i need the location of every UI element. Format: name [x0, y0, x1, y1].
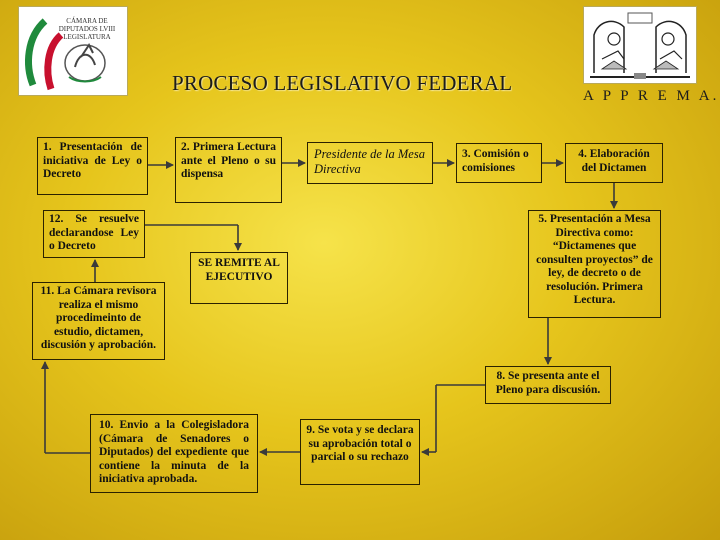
president-mesa-directiva: Presidente de la Mesa Directiva [307, 142, 433, 184]
step-3-commission: 3. Comisión o comisiones [456, 143, 542, 183]
step-12-resolution: 12. Se resuelve declarandose Ley o Decre… [43, 210, 145, 258]
eagle-emblem-icon [25, 18, 106, 91]
codex-logo [583, 6, 697, 84]
step-2-first-reading: 2. Primera Lectura ante el Pleno o su di… [175, 137, 282, 203]
aztec-codex-icon [590, 12, 690, 79]
step-8-pleno-discussion: 8. Se presenta ante el Pleno para discus… [485, 366, 611, 404]
send-to-executive: SE REMITE AL EJECUTIVO [190, 252, 288, 304]
step-5-mesa-directiva: 5. Presentación a Mesa Directiva como: “… [528, 210, 661, 318]
association-name: A P P R E M A. C. [583, 88, 720, 104]
step-4-dictamen: 4. Elaboración del Dictamen [565, 143, 663, 183]
step-1-presentation: 1. Presentación de iniciativa de Ley o D… [37, 137, 148, 195]
camara-logo-label: CÁMARA DE DIPUTADOS LVIII LEGISLATURA [58, 17, 116, 41]
step-9-vote: 9. Se vota y se declara su aprobación to… [300, 419, 420, 485]
step-10-colegisladora: 10. Envio a la Colegisladora (Cámara de … [90, 414, 258, 493]
camara-diputados-logo: CÁMARA DE DIPUTADOS LVIII LEGISLATURA [18, 6, 128, 96]
page-title: PROCESO LEGISLATIVO FEDERAL [172, 71, 513, 95]
step-11-revising-chamber: 11. La Cámara revisora realiza el mismo … [32, 282, 165, 360]
